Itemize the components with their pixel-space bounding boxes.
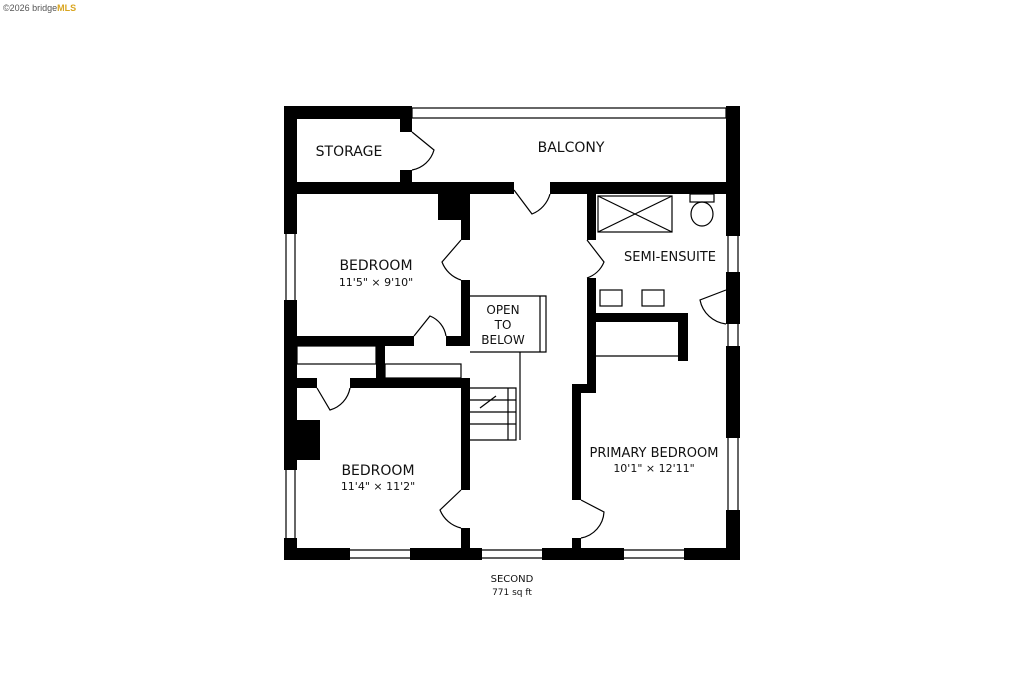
floor-name: SECOND xyxy=(491,574,534,585)
bedroom-2-label: BEDROOM xyxy=(341,463,414,479)
watermark-prefix: ©2026 bridge xyxy=(3,3,58,13)
open-to-below-line1: OPEN xyxy=(486,303,519,317)
primary-bedroom-dims: 10'1" × 12'11" xyxy=(613,462,694,475)
balcony-label: BALCONY xyxy=(538,140,605,156)
primary-bedroom-label: PRIMARY BEDROOM xyxy=(590,446,719,461)
semi-ensuite-label: SEMI-ENSUITE xyxy=(624,250,716,265)
open-to-below-line2: TO xyxy=(494,318,512,332)
thin-details xyxy=(285,107,739,559)
open-to-below-line3: BELOW xyxy=(481,333,525,347)
bridge-mls-watermark: ©2026 bridgeMLS xyxy=(3,3,76,13)
bedroom-2-dims: 11'4" × 11'2" xyxy=(341,480,415,493)
watermark-brand: MLS xyxy=(57,3,77,13)
storage-label: STORAGE xyxy=(316,144,383,160)
door-swings xyxy=(316,131,727,539)
bedroom-1-label: BEDROOM xyxy=(339,258,412,274)
floor-area: 771 sq ft xyxy=(492,588,532,598)
walls xyxy=(284,106,740,560)
bedroom-1-dims: 11'5" × 9'10" xyxy=(339,276,413,289)
